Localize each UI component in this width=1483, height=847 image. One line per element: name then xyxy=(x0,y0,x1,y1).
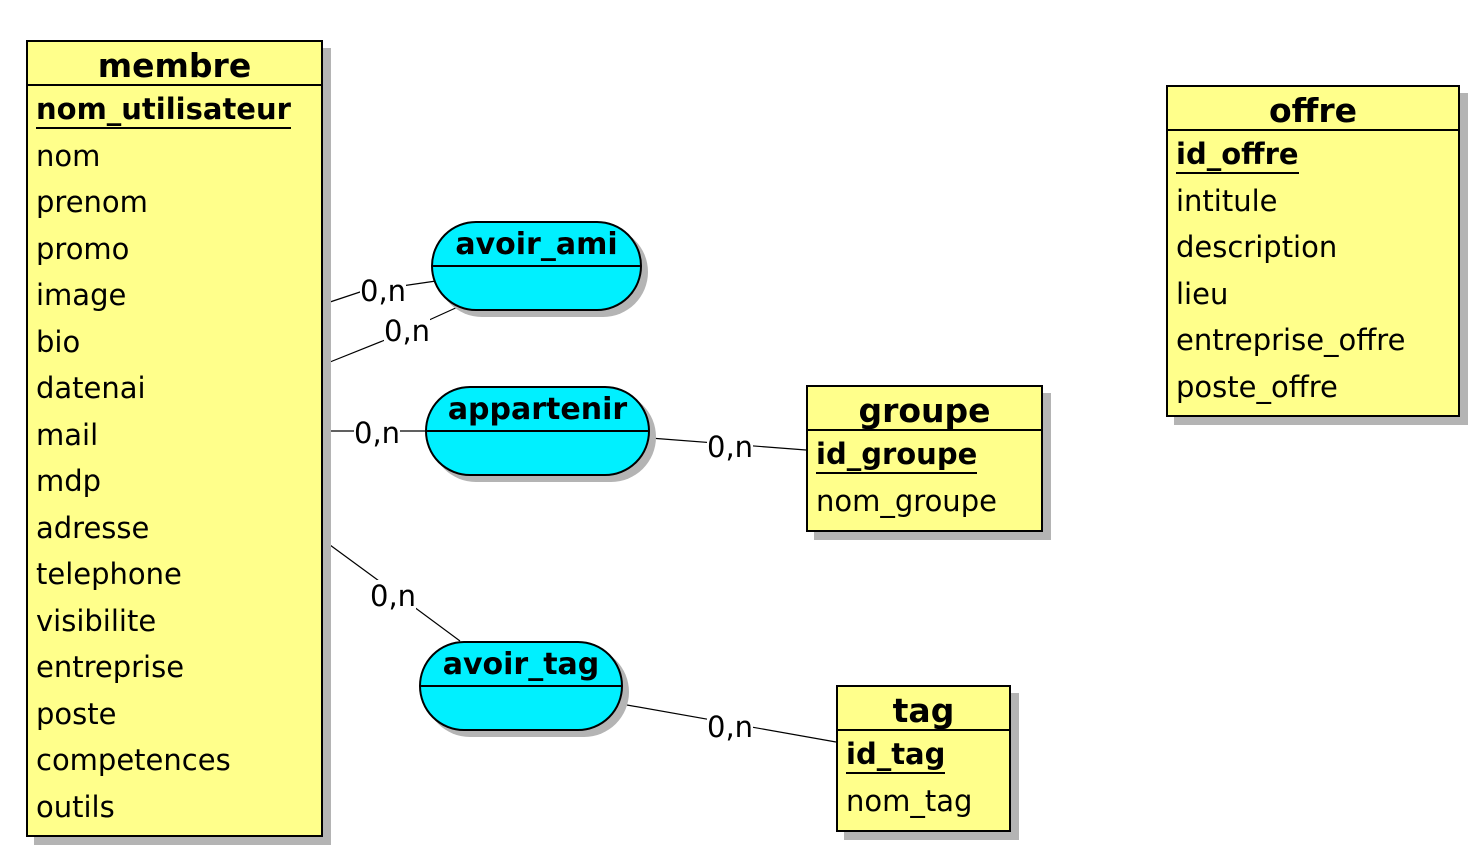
attribute-field: telephone xyxy=(36,557,182,591)
primary-key-field: nom_utilisateur xyxy=(28,86,321,133)
attribute-field: intitule xyxy=(1176,183,1278,218)
entity-membre[interactable]: membre nom_utilisateur nom prenom promo … xyxy=(26,40,323,837)
attribute-field: bio xyxy=(36,324,81,359)
attribute-field: mdp xyxy=(36,464,102,498)
association-title: avoir_ami xyxy=(433,223,640,267)
association-avoir-ami[interactable]: avoir_ami xyxy=(431,221,642,311)
entity-title: tag xyxy=(838,687,1009,731)
association-appartenir[interactable]: appartenir xyxy=(425,386,650,476)
entity-title: offre xyxy=(1168,87,1458,131)
attribute-field: outils xyxy=(36,789,115,824)
attribute-field: image xyxy=(36,278,127,312)
attribute-field: poste_offre xyxy=(1176,369,1338,404)
attribute-field: mail xyxy=(36,417,99,452)
attribute-field: poste xyxy=(36,696,117,731)
entity-groupe[interactable]: groupe id_groupe nom_groupe xyxy=(806,385,1043,532)
entity-tag[interactable]: tag id_tag nom_tag xyxy=(836,685,1011,832)
attribute-field: lieu xyxy=(1176,276,1229,311)
cardinality-label: 0,n xyxy=(707,710,754,744)
attribute-field: entreprise_offre xyxy=(1176,323,1406,357)
association-avoir-tag[interactable]: avoir_tag xyxy=(419,641,623,731)
cardinality-label: 0,n xyxy=(707,430,754,464)
entity-title: groupe xyxy=(808,387,1041,431)
primary-key-field: id_offre xyxy=(1168,131,1458,178)
entity-title: membre xyxy=(28,42,321,86)
attribute-field: nom xyxy=(36,138,101,173)
entity-offre[interactable]: offre id_offre intitule description lieu… xyxy=(1166,85,1460,417)
attribute-field: visibilite xyxy=(36,603,157,638)
cardinality-label: 0,n xyxy=(384,314,431,348)
link-avoir-tag-membre xyxy=(329,544,461,642)
primary-key-field: id_groupe xyxy=(808,431,1041,478)
attribute-field: nom_groupe xyxy=(816,483,997,518)
attribute-field: promo xyxy=(36,231,130,266)
primary-key-field: id_tag xyxy=(838,731,1009,778)
attribute-field: nom_tag xyxy=(846,783,973,818)
attribute-field: datenai xyxy=(36,371,146,405)
cardinality-label: 0,n xyxy=(354,416,401,450)
attribute-field: adresse xyxy=(36,510,150,545)
attribute-field: description xyxy=(1176,230,1338,264)
attribute-field: competences xyxy=(36,743,231,777)
association-title: avoir_tag xyxy=(421,643,621,687)
cardinality-label: 0,n xyxy=(360,274,407,308)
attribute-field: entreprise xyxy=(36,650,185,684)
association-title: appartenir xyxy=(427,388,648,432)
cardinality-label: 0,n xyxy=(370,579,417,613)
attribute-field: prenom xyxy=(36,185,148,219)
